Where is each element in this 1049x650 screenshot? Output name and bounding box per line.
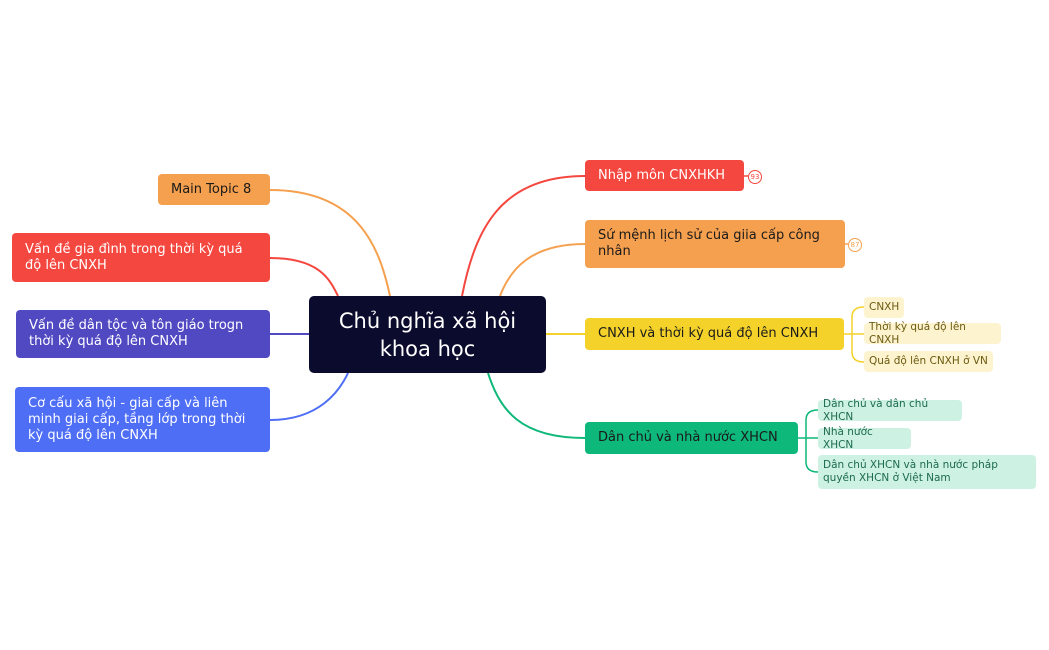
topic-cnxh-qua-do[interactable]: CNXH và thời kỳ quá độ lên CNXH (585, 318, 844, 350)
subtopic[interactable]: Quá độ lên CNXH ở VN (864, 351, 993, 372)
link-dan-chu (487, 372, 586, 439)
subtopic-label: Nhà nước XHCN (823, 425, 873, 451)
subtopic-label: Dân chủ và dân chủ XHCN (823, 397, 929, 423)
subtopic[interactable]: Nhà nước XHCN (818, 425, 911, 451)
topic-gia-dinh[interactable]: Vấn đề gia đình trong thời kỳ quá độ lên… (12, 233, 270, 282)
subtopic-label: CNXH (869, 301, 900, 313)
subtopic[interactable]: Dân chủ và dân chủ XHCN (818, 397, 962, 423)
subtopic-label: Quá độ lên CNXH ở VN (869, 355, 988, 367)
topic-label: Dân chủ và nhà nước XHCN (598, 430, 778, 445)
topic-label: Nhập môn CNXHKH (598, 167, 726, 183)
collapsed-count-badge[interactable]: 87 (848, 238, 862, 252)
link-nhap-mon (461, 175, 586, 297)
topic-label: Main Topic 8 (171, 181, 252, 197)
link-gia-dinh (269, 257, 339, 297)
topic-label: Cơ cấu xã hội - giai cấp và liên minh gi… (28, 395, 246, 443)
topic-dan-toc[interactable]: Vấn đề dân tộc và tôn giáo trogn thời kỳ… (16, 310, 270, 358)
subtopic-label: Dân chủ XHCN và nhà nước pháp quyền XHCN… (823, 459, 998, 484)
subtopic-label: Thời kỳ quá độ lên CNXH (869, 320, 966, 346)
topic-label: CNXH và thời kỳ quá độ lên CNXH (598, 326, 819, 341)
subtopic[interactable]: Dân chủ XHCN và nhà nước pháp quyền XHCN… (818, 455, 1036, 489)
topic-su-menh[interactable]: Sứ mệnh lịch sử của giia cấp công nhân (585, 220, 845, 268)
subtopic[interactable]: Thời kỳ quá độ lên CNXH (864, 320, 1001, 346)
subtopic[interactable]: CNXH (864, 297, 904, 318)
central-topic-label: Chủ nghĩa xã hội khoa học (338, 308, 517, 361)
topic-nhap-mon[interactable]: Nhập môn CNXHKH (585, 160, 744, 191)
central-topic[interactable]: Chủ nghĩa xã hội khoa học (309, 296, 546, 373)
link-su-menh (499, 243, 586, 297)
topic-dan-chu[interactable]: Dân chủ và nhà nước XHCN (585, 422, 798, 454)
topic-label: Sứ mệnh lịch sử của giia cấp công nhân (598, 228, 820, 259)
badge-count: 87 (850, 241, 860, 249)
link-co-cau (269, 372, 349, 421)
badge-count: 93 (750, 173, 760, 181)
topic-label: Vấn đề dân tộc và tôn giáo trogn thời kỳ… (29, 318, 244, 349)
topic-co-cau[interactable]: Cơ cấu xã hội - giai cấp và liên minh gi… (15, 387, 270, 452)
topic-label: Vấn đề gia đình trong thời kỳ quá độ lên… (25, 241, 243, 273)
topic-main-topic-8[interactable]: Main Topic 8 (158, 174, 270, 205)
link-main-topic-8 (269, 189, 391, 297)
collapsed-count-badge[interactable]: 93 (748, 170, 762, 184)
